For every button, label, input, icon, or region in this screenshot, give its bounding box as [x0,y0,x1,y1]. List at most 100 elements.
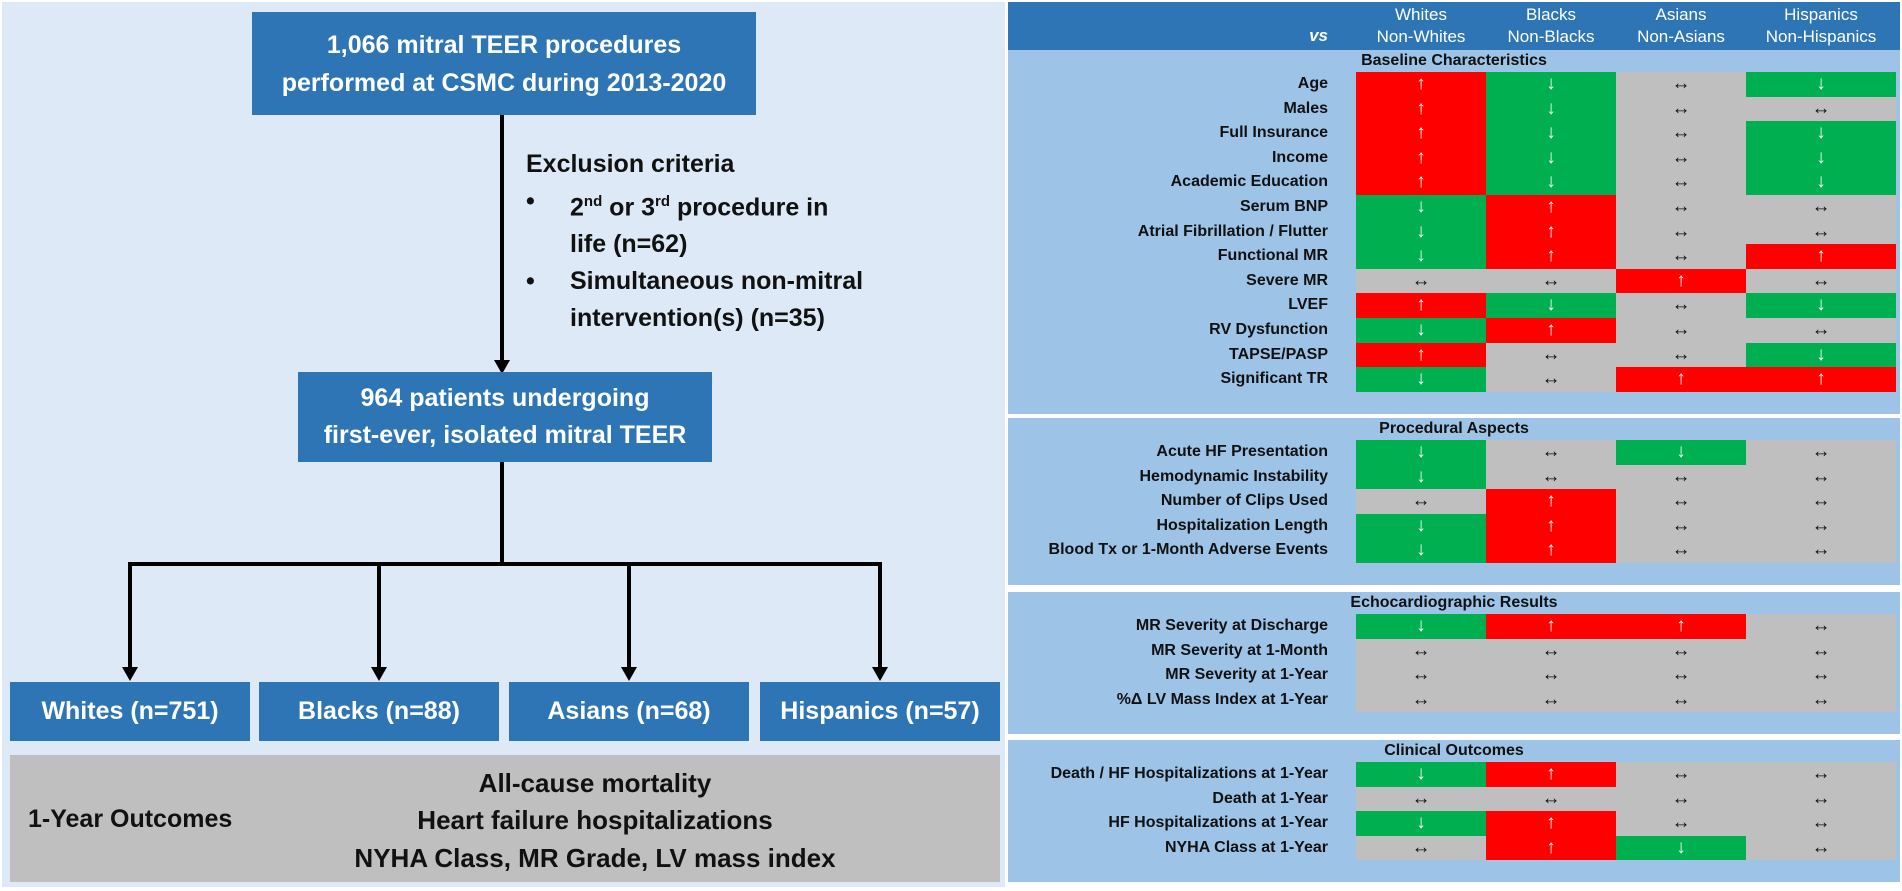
trend-cell-both-arrow-icon: ↔ [1746,96,1896,122]
vs-label: vs [1309,26,1328,45]
trend-cell-both-arrow-icon: ↔ [1616,195,1746,220]
trend-cell-both-arrow-icon: ↔ [1746,464,1896,490]
row-label: LVEF [1288,296,1328,314]
row-label: MR Severity at Discharge [1135,617,1328,634]
trend-cell-down-arrow-icon: ↓ [1746,145,1896,171]
exclusion-item-1-sup-a: nd [583,193,603,210]
trend-cell-down-arrow-icon: ↓ [1616,835,1746,861]
arrowhead-hispanics [872,667,888,681]
group-blacks: Blacks (n=88) [259,682,499,741]
section-title: Baseline Characteristics [1361,52,1547,69]
trend-cell-both-arrow-icon: ↔ [1616,342,1746,368]
trend-cell-both-arrow-icon: ↔ [1616,121,1746,146]
trend-cell-down-arrow-icon: ↓ [1616,440,1746,465]
trend-cell-both-arrow-icon: ↔ [1746,811,1896,836]
trend-cell-up-arrow-icon: ↑ [1356,96,1486,122]
trend-cell-both-arrow-icon: ↔ [1356,786,1486,812]
trend-cell-up-arrow-icon: ↑ [1486,195,1616,220]
outcomes-box: 1-Year Outcomes All-cause mortality Hear… [10,755,1000,882]
trend-cell-up-arrow-icon: ↑ [1486,318,1616,343]
trend-cell-both-arrow-icon: ↔ [1746,489,1896,514]
trend-cell-up-arrow-icon: ↑ [1616,614,1746,639]
table-row: NYHA Class at 1-Year↔↑↓↔ [1008,835,1900,861]
table-row: Serum BNP↓↑↔↔ [1008,195,1900,220]
table-row: Age↑↓↔↓ [1008,72,1900,97]
trend-cell-down-arrow-icon: ↓ [1486,121,1616,146]
trend-cell-both-arrow-icon: ↔ [1746,835,1896,861]
trend-cell-up-arrow-icon: ↑ [1746,367,1896,392]
trend-cell-both-arrow-icon: ↔ [1616,244,1746,269]
outcome-line-3: NYHA Class, MR Grade, LV mass index [354,843,836,873]
trend-cell-both-arrow-icon: ↔ [1746,638,1896,664]
table-row: Hospitalization Length↓↑↔↔ [1008,513,1900,539]
table-row: Hemodynamic Instability↓↔↔↔ [1008,464,1900,490]
exclusion-item-2-line-2: intervention(s) (n=35) [570,304,825,333]
trend-cell-both-arrow-icon: ↔ [1616,513,1746,539]
section-title: Echocardiographic Results [1350,594,1558,611]
trend-cell-up-arrow-icon: ↑ [1486,614,1616,639]
trend-cell-both-arrow-icon: ↔ [1746,318,1896,343]
trend-cell-both-arrow-icon: ↔ [1746,687,1896,713]
trend-cell-both-arrow-icon: ↔ [1616,96,1746,122]
trend-cell-both-arrow-icon: ↔ [1616,762,1746,787]
trend-cell-both-arrow-icon: ↔ [1486,440,1616,465]
section-title: Procedural Aspects [1379,420,1529,437]
table-row: Academic Education↑↓↔↓ [1008,170,1900,195]
trend-cell-down-arrow-icon: ↓ [1356,811,1486,836]
table-row: MR Severity at 1-Month↔↔↔↔ [1008,638,1900,664]
procedures-box: 1,066 mitral TEER procedures performed a… [252,12,756,115]
exclusion-item-simultaneous: Simultaneous non-mitral intervention(s) … [526,263,946,337]
trend-cell-down-arrow-icon: ↓ [1356,762,1486,787]
row-label: HF Hospitalizations at 1-Year [1108,814,1328,832]
row-label: Hospitalization Length [1156,516,1328,534]
trend-cell-both-arrow-icon: ↔ [1616,170,1746,195]
trend-cell-up-arrow-icon: ↑ [1356,72,1486,97]
connector-mid-vertical [500,462,504,566]
trend-cell-both-arrow-icon: ↔ [1486,464,1616,490]
arrowhead-to-mid-box [494,360,510,374]
trend-cell-down-arrow-icon: ↓ [1356,440,1486,465]
procedures-line-2: performed at CSMC during 2013-2020 [281,68,727,97]
row-label: Significant TR [1220,370,1328,388]
trend-cell-both-arrow-icon: ↔ [1746,219,1896,245]
group-asians-label: Asians (n=68) [547,697,711,725]
trend-cell-both-arrow-icon: ↔ [1616,786,1746,812]
trend-cell-both-arrow-icon: ↔ [1616,538,1746,563]
trend-cell-both-arrow-icon: ↔ [1746,614,1896,639]
table-row: TAPSE/PASP↑↔↔↓ [1008,342,1900,368]
trend-cell-both-arrow-icon: ↔ [1356,663,1486,688]
patients-box: 964 patients undergoing first-ever, isol… [298,372,712,462]
outcome-line-2: Heart failure hospitalizations [417,805,773,835]
trend-cell-both-arrow-icon: ↔ [1356,489,1486,514]
row-label: TAPSE/PASP [1229,345,1328,363]
connector-top-vertical [500,115,504,365]
trend-cell-up-arrow-icon: ↑ [1616,268,1746,294]
row-label: Death / HF Hospitalizations at 1-Year [1050,765,1328,782]
patients-line-1: 964 patients undergoing [360,384,650,412]
trend-cell-down-arrow-icon: ↓ [1356,367,1486,392]
trend-cell-both-arrow-icon: ↔ [1746,786,1896,812]
trend-cell-both-arrow-icon: ↔ [1746,538,1896,563]
row-label: Age [1297,75,1328,92]
trend-cell-up-arrow-icon: ↑ [1486,219,1616,245]
row-label: Hemodynamic Instability [1139,467,1329,485]
connector-blacks [377,562,381,672]
trend-cell-up-arrow-icon: ↑ [1356,121,1486,146]
exclusion-item-1-text-a: 2 [570,193,584,222]
group-hispanics-label: Hispanics (n=57) [780,697,980,725]
trend-cell-down-arrow-icon: ↓ [1746,293,1896,318]
exclusion-item-1-sup-b: rd [655,193,671,210]
row-label: %Δ LV Mass Index at 1-Year [1116,690,1328,708]
exclusion-criteria: Exclusion criteria 2nd or 3rd procedure … [526,146,946,337]
trend-cell-down-arrow-icon: ↓ [1356,219,1486,245]
row-label: Acute HF Presentation [1156,443,1328,460]
table-row: Functional MR↓↑↔↑ [1008,244,1900,269]
trend-cell-down-arrow-icon: ↓ [1356,195,1486,220]
table-row: Males↑↓↔↔ [1008,96,1900,122]
row-label: Severe MR [1246,271,1328,289]
trend-cell-up-arrow-icon: ↑ [1616,367,1746,392]
trend-cell-both-arrow-icon: ↔ [1746,268,1896,294]
